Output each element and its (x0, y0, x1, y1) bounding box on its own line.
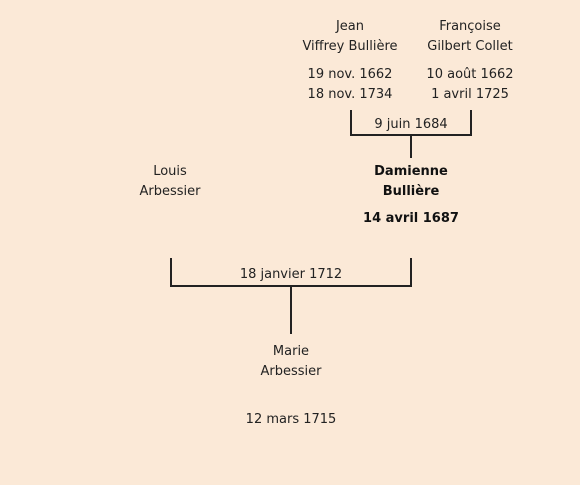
child-last-name: Arbessier (260, 364, 322, 379)
father-death-date: 18 nov. 1734 (307, 87, 393, 102)
spouse-first-name: Louis (153, 164, 187, 179)
parents-connector-bar (350, 134, 472, 136)
father-birth-date: 19 nov. 1662 (307, 67, 393, 82)
spouse-last-name: Arbessier (139, 184, 201, 199)
parents-connector-left (350, 110, 352, 136)
child-birth-date: 12 mars 1715 (245, 412, 337, 427)
mother-death-date: 1 avril 1725 (431, 87, 509, 102)
child-first-name: Marie (272, 344, 310, 359)
parents-connector-right (470, 110, 472, 136)
couple-marriage-date: 18 janvier 1712 (239, 267, 343, 282)
mother-birth-date: 10 août 1662 (426, 67, 514, 82)
mother-first-name: Françoise (439, 19, 501, 34)
parents-connector-drop (410, 136, 412, 158)
couple-connector-drop (290, 287, 292, 334)
subject-first-name: Damienne (374, 164, 448, 179)
father-first-name: Jean (335, 19, 365, 34)
spouse-card[interactable]: Louis Arbessier (110, 162, 230, 202)
parents-marriage-date: 9 juin 1684 (374, 117, 448, 132)
subject-card[interactable]: Damienne Bullière 14 avril 1687 (350, 162, 472, 229)
couple-connector-left (170, 258, 172, 287)
child-card[interactable]: Marie Arbessier 12 mars 1715 (230, 342, 352, 430)
mother-last-name: Gilbert Collet (427, 39, 513, 54)
father-card[interactable]: Jean Viffrey Bullière 19 nov. 1662 18 no… (290, 17, 410, 105)
couple-connector-bar (170, 285, 412, 287)
subject-last-name: Bullière (382, 184, 440, 199)
subject-birth-date: 14 avril 1687 (363, 211, 459, 226)
mother-card[interactable]: Françoise Gilbert Collet 10 août 1662 1 … (410, 17, 530, 105)
couple-connector-right (410, 258, 412, 287)
father-last-name: Viffrey Bullière (302, 39, 398, 54)
